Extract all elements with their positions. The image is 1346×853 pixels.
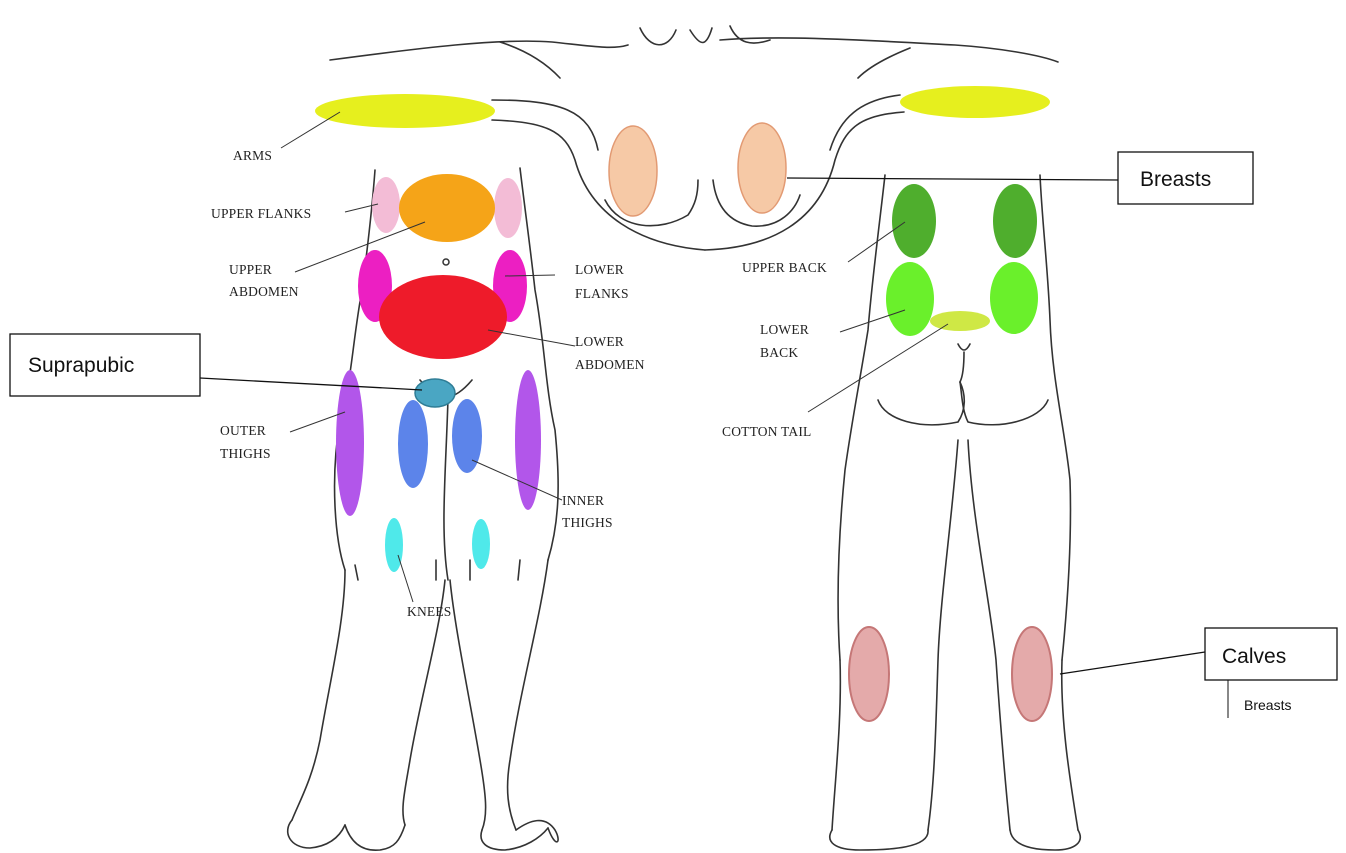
label-lower-flanks-1: LOWER <box>575 262 624 277</box>
callout-breasts-label: Breasts <box>1140 168 1211 191</box>
zone-inner-thigh-left <box>398 400 428 488</box>
zone-arm-left <box>315 94 495 128</box>
zone-lower-back-left <box>886 262 934 336</box>
label-cotton-tail: COTTON TAIL <box>722 424 812 439</box>
zone-lower-back-right <box>990 262 1038 334</box>
zone-arm-right <box>900 86 1050 118</box>
zone-upper-abdomen <box>399 174 495 242</box>
zone-upper-flank-right <box>494 178 522 238</box>
label-upper-back: UPPER BACK <box>742 260 827 275</box>
label-inner-thighs-1: INNER <box>562 493 604 508</box>
label-arms: ARMS <box>233 148 272 163</box>
callout-breasts: Breasts <box>1118 152 1253 204</box>
zone-outer-thigh-left <box>336 370 364 516</box>
label-knees: KNEES <box>407 604 452 619</box>
label-lower-back-1: LOWER <box>760 322 809 337</box>
label-lower-flanks-2: FLANKS <box>575 286 629 301</box>
callout-calves-label: Calves <box>1222 645 1286 668</box>
zone-lower-abdomen <box>379 275 507 359</box>
zone-upper-back-right <box>993 184 1037 258</box>
zone-breast-left <box>609 126 657 216</box>
zone-cotton-tail <box>930 311 990 331</box>
label-upper-abdomen-1: UPPER <box>229 262 272 277</box>
label-outer-thighs-1: OUTER <box>220 423 266 438</box>
label-upper-flanks: UPPER FLANKS <box>211 206 311 221</box>
zone-breast-right <box>738 123 786 213</box>
zone-knee-left <box>385 518 403 572</box>
zone-calf-right <box>1012 627 1052 721</box>
zones <box>315 86 1052 721</box>
label-lower-back-2: BACK <box>760 345 798 360</box>
callout-suprapubic: Suprapubic <box>10 334 200 396</box>
label-lower-abdomen-1: LOWER <box>575 334 624 349</box>
callout-suprapubic-label: Suprapubic <box>28 354 134 377</box>
back-labels: UPPER BACK LOWER BACK COTTON TAIL <box>722 260 827 439</box>
callout-calves-sublabel: Breasts <box>1244 697 1291 713</box>
zone-suprapubic <box>415 379 455 407</box>
zone-knee-right <box>472 519 490 569</box>
callout-calves: Calves Breasts <box>1205 628 1337 718</box>
label-lower-abdomen-2: ABDOMEN <box>575 357 645 372</box>
label-inner-thighs-2: THIGHS <box>562 515 613 530</box>
label-upper-abdomen-2: ABDOMEN <box>229 284 299 299</box>
label-outer-thighs-2: THIGHS <box>220 446 271 461</box>
zone-upper-flank-left <box>372 177 400 233</box>
zone-calf-left <box>849 627 889 721</box>
zone-upper-back-left <box>892 184 936 258</box>
